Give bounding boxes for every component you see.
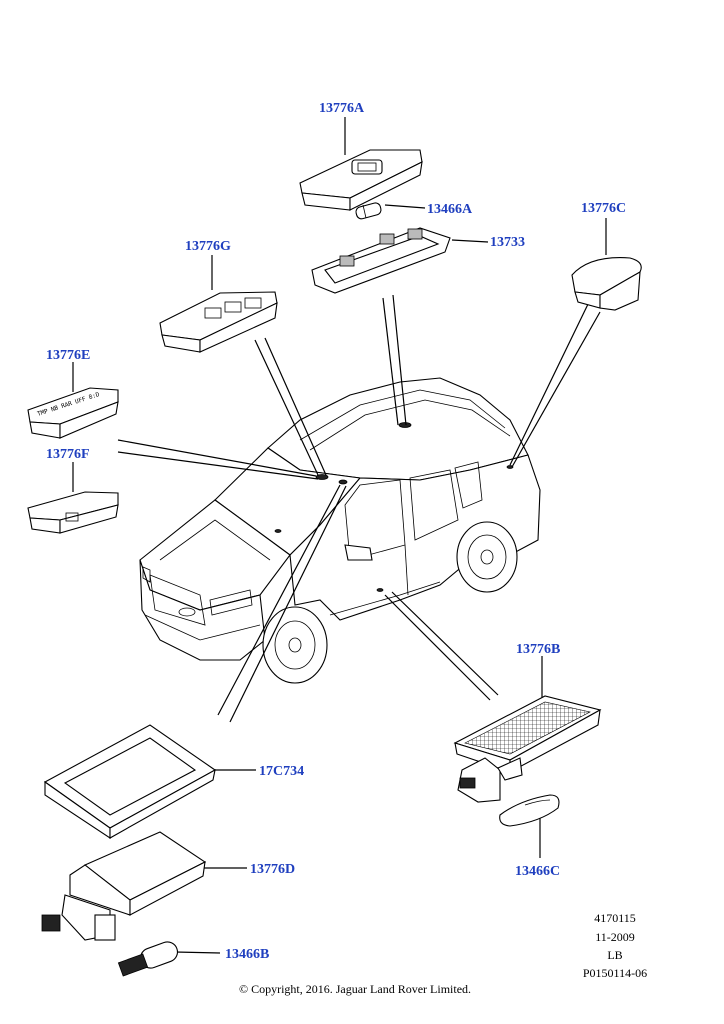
part-13466A[interactable] — [355, 202, 382, 220]
part-13776G[interactable] — [159, 291, 278, 353]
diagram-date: 11-2009 — [595, 930, 635, 944]
label-13776D[interactable]: 13776D — [250, 862, 295, 877]
label-13733[interactable]: 13733 — [490, 235, 525, 250]
label-13776A[interactable]: 13776A — [319, 101, 365, 116]
label-13776C[interactable]: 13776C — [581, 201, 626, 216]
label-13776E[interactable]: 13776E — [46, 348, 90, 363]
part-13776C[interactable] — [571, 257, 642, 311]
part-13776D[interactable] — [41, 831, 207, 941]
part-13466B[interactable] — [117, 939, 180, 977]
label-13776B[interactable]: 13776B — [516, 642, 560, 657]
label-13466B[interactable]: 13466B — [225, 947, 269, 962]
reference-number: 4170115 — [594, 911, 636, 925]
market-code: LB — [607, 948, 623, 962]
label-13466C[interactable]: 13466C — [515, 864, 560, 879]
part-13776F[interactable] — [27, 491, 119, 534]
part-13776A[interactable] — [299, 149, 423, 211]
plate-number: P0150114-06 — [582, 966, 648, 980]
label-13776F[interactable]: 13776F — [46, 447, 90, 462]
part-13776E[interactable]: TMP NB RAR UFF 8:D — [27, 387, 119, 439]
vehicle-illustration — [139, 377, 541, 684]
part-13776B[interactable] — [453, 695, 602, 803]
part-17C734[interactable] — [43, 724, 217, 840]
label-17C734[interactable]: 17C734 — [259, 764, 304, 779]
label-13466A[interactable]: 13466A — [427, 202, 473, 217]
part-13466C[interactable] — [499, 794, 560, 827]
label-13776G[interactable]: 13776G — [185, 239, 231, 254]
part-13733[interactable] — [311, 227, 451, 294]
copyright-notice: © Copyright, 2016. Jaguar Land Rover Lim… — [238, 982, 472, 996]
leader-lines — [72, 117, 607, 954]
